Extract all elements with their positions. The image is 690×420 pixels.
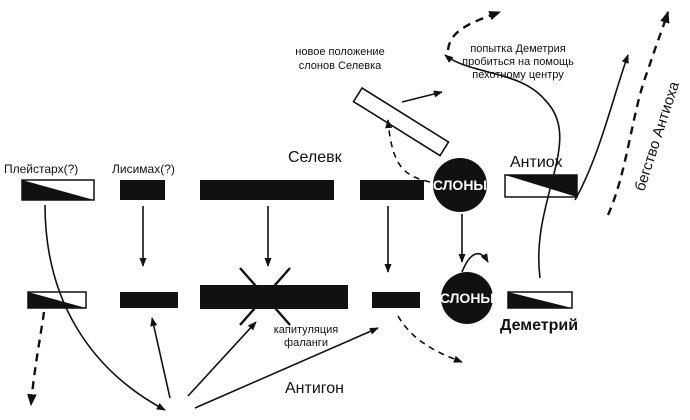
pleistarchus-unit-moved: [27, 291, 87, 309]
arrow-antigonus-phalanx: [187, 321, 257, 397]
elephants-bottom: СЛОНЫ: [440, 272, 494, 324]
antiochus-unit: [504, 174, 578, 198]
label-new-position-2: слонов Селевка: [299, 60, 382, 72]
arrow-elephants-hook: [461, 252, 489, 273]
label-capitulation-1: капитуляция: [274, 324, 339, 336]
seleucus-phalanx-unit: [200, 180, 334, 200]
arrow-antiochus-up: [574, 54, 629, 201]
coalition-line: СЛОНЫ: [21, 158, 578, 212]
label-attempt-2: пробиться на помощь: [462, 56, 574, 68]
label-lysimachus: Лисимах(?): [112, 162, 175, 176]
label-pleistarchus: Плейстарх(?): [4, 162, 78, 176]
movement-arrows: [27, 10, 670, 411]
elephants-bottom-label: СЛОНЫ: [440, 290, 494, 306]
label-antiochus: Антиох: [510, 154, 563, 171]
label-seleucus: Селевк: [288, 149, 343, 166]
arrow-pleistarchus-retreat: [27, 311, 46, 407]
lysimachus-unit: [120, 180, 165, 200]
antigonid-line: СЛОНЫ: [27, 267, 573, 326]
elephants-top-label: СЛОНЫ: [433, 177, 487, 193]
label-demetrius: Деметрий: [500, 317, 578, 334]
label-flight-antiochus: бегство Антиоха: [632, 79, 684, 193]
arrow-pleistarchus-curve: [44, 204, 166, 411]
new-elephant-position: [352, 86, 450, 157]
pleistarchus-unit: [21, 179, 95, 201]
arrow-dashed-curl: [446, 10, 502, 51]
label-antigonus: Антигон: [285, 380, 344, 397]
arrow-antigonus-right: [194, 327, 379, 409]
label-new-position-1: новое положение: [295, 46, 384, 58]
arrow-antigonus-lysimachus: [150, 317, 171, 399]
label-capitulation-2: фаланги: [284, 337, 328, 349]
lysimachus-unit-moved: [120, 292, 178, 308]
arrow-right-retreat: [397, 315, 463, 363]
capitulation-burst: [239, 267, 291, 326]
seleucus-right-unit: [360, 180, 424, 200]
arrow-to-attempt: [401, 90, 443, 103]
elephants-top: СЛОНЫ: [433, 158, 487, 212]
right-unit-moved: [372, 292, 420, 308]
arrow-elephants-reposition: [385, 119, 431, 183]
label-attempt-1: попытка Деметрия: [470, 43, 565, 55]
arrow-demetrius-attempt: [444, 54, 561, 279]
demetrius-unit: [507, 291, 573, 309]
label-attempt-3: пехотному центру: [472, 69, 564, 81]
